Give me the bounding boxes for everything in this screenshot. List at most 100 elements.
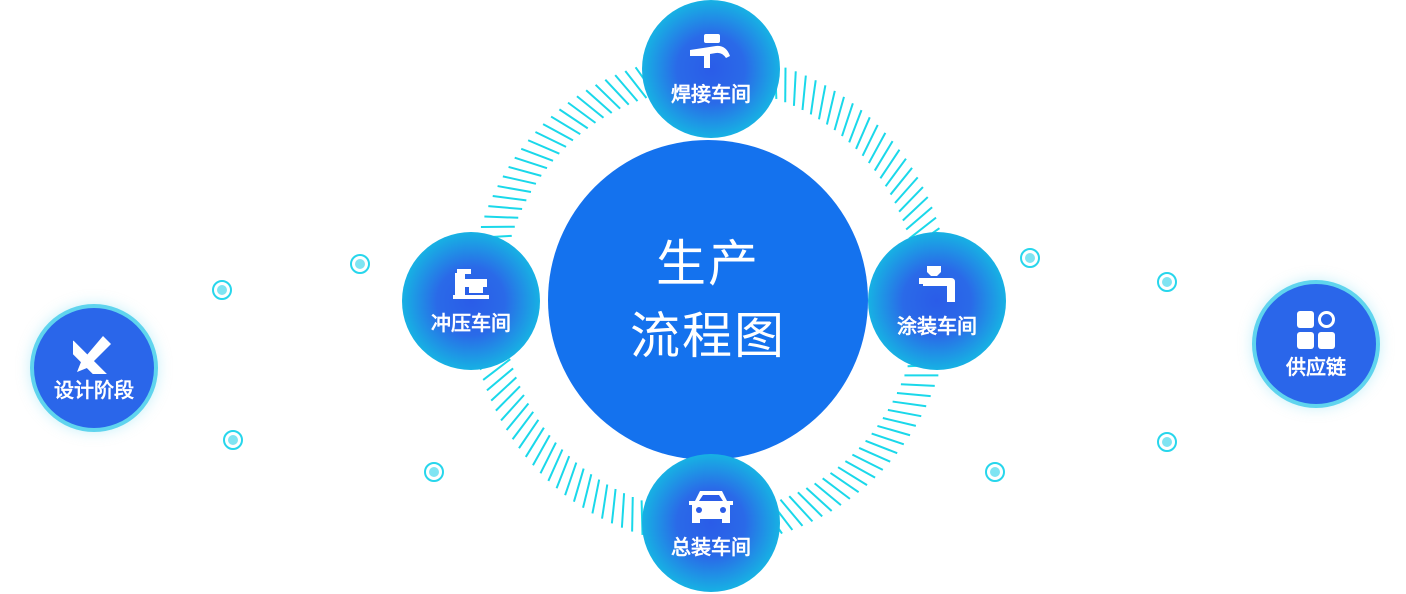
ring-tick [788,495,814,523]
ring-tick [594,84,621,110]
ring-tick [797,491,823,518]
ring-tick [884,158,907,187]
ring-tick [484,215,519,219]
node-stamping[interactable]: 冲压车间 [402,232,540,370]
ring-tick [905,206,933,231]
node-label: 总装车间 [671,534,751,559]
ring-tick [833,96,845,131]
ring-tick [539,442,557,474]
ring-tick [505,402,530,431]
ring-tick [867,132,887,164]
connector-dot [1157,432,1177,452]
ring-tick [564,462,578,496]
ring-tick [892,400,927,408]
ring-tick [889,167,913,196]
ring-tick [514,156,548,170]
ring-tick [779,498,804,527]
pencil-ruler-icon [73,335,111,374]
ring-tick [848,109,863,143]
ring-tick [825,90,836,125]
ring-tick [873,140,894,172]
spray-gun-icon [690,33,730,68]
ring-tick [887,408,922,418]
ring-tick [865,439,898,455]
ring-tick [500,394,525,422]
ring-tick [482,358,511,381]
ring-tick [527,139,560,155]
ring-tick [631,496,634,532]
paint-sprayer-icon [919,265,955,302]
ring-tick [877,424,911,437]
ring-tick [585,89,613,114]
ring-tick [809,80,817,115]
ring-tick [837,466,868,486]
ring-tick [822,477,851,500]
ring-tick [567,101,597,124]
ring-tick [555,455,571,489]
ring-tick [502,175,537,185]
connector-dot [1020,248,1040,268]
center-title-line1: 生产 [656,235,760,293]
ring-tick [882,417,917,427]
ring-tick [558,108,589,130]
center-title: 生产 流程图 [548,140,868,460]
ring-tick [610,488,617,524]
connector-dot [985,462,1005,482]
node-label: 冲压车间 [431,310,511,335]
ring-tick [829,472,860,494]
ring-tick [601,484,609,519]
ring-tick [871,432,905,446]
ring-tick [518,419,540,449]
ring-tick [534,131,567,148]
node-painting[interactable]: 涂装车间 [868,232,1006,370]
connector-dot [424,462,444,482]
ring-tick [851,453,884,471]
ring-tick [497,185,532,193]
node-design[interactable]: 设计阶段 [30,304,158,432]
ring-tick [511,411,535,440]
ring-tick [532,434,551,466]
ring-tick [861,124,879,157]
ring-tick [582,473,593,508]
ring-tick [879,149,901,179]
ring-tick [900,383,935,387]
ring-tick [576,95,605,119]
ring-tick [898,186,924,213]
ring-tick [624,70,648,99]
ring-tick [792,71,797,106]
node-label: 设计阶段 [54,377,134,402]
press-machine-icon [453,268,489,299]
connector-dot [212,280,232,300]
ring-tick [488,205,523,210]
ring-tick [841,102,854,137]
ring-tick [572,468,585,502]
ring-tick [508,165,542,177]
ring-tick [844,460,876,479]
connector-dot [1157,272,1177,292]
ring-tick [620,493,626,528]
ring-tick [490,376,518,402]
ring-tick [813,482,842,506]
center-title-line2: 流程图 [630,307,786,365]
ring-tick [902,196,929,222]
node-supply[interactable]: 供应链 [1252,280,1380,408]
ring-tick [818,85,827,120]
ring-tick [858,446,891,463]
ring-tick [614,74,639,102]
ring-tick [547,449,564,482]
ring-tick [604,79,630,106]
ring-tick [542,123,574,142]
apps-grid-icon [1297,310,1335,349]
ring-tick [591,479,601,514]
ring-tick [896,392,931,398]
ring-tick [894,176,919,204]
node-label: 涂装车间 [897,313,977,338]
car-icon [689,490,733,523]
ring-tick [495,385,521,412]
node-welding[interactable]: 焊接车间 [642,0,780,138]
ring-tick [486,367,514,392]
ring-tick [801,75,807,111]
node-assembly[interactable]: 总装车间 [642,454,780,592]
node-label: 焊接车间 [671,81,751,106]
